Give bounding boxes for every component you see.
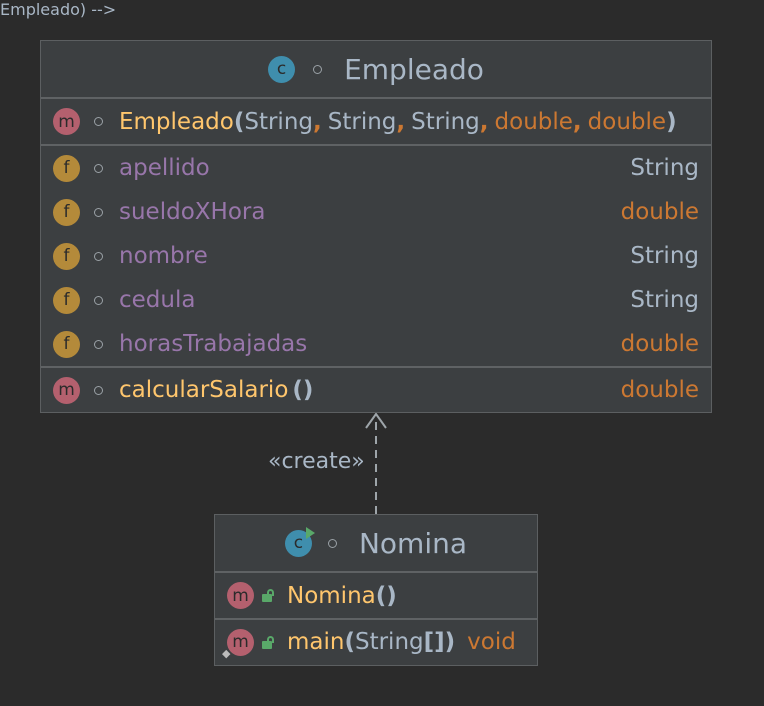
field-icon: f (53, 242, 80, 270)
class-name: Empleado (344, 52, 484, 86)
section-divider (41, 366, 711, 368)
constructor-row[interactable]: m Empleado(String,String,String,double,d… (41, 99, 711, 144)
method-icon: m (227, 582, 254, 609)
constructor-name: Empleado (119, 108, 234, 135)
field-name: nombre (119, 243, 208, 269)
package-private-icon (94, 295, 103, 305)
create-stereotype-label: «create» (268, 449, 365, 474)
package-private-icon (94, 251, 103, 261)
comma: , (572, 108, 582, 135)
field-type: double (620, 199, 699, 225)
package-private-icon (94, 163, 103, 173)
param-type: double (494, 108, 573, 135)
package-private-icon (94, 117, 103, 126)
package-private-icon (327, 538, 337, 548)
class-empleado[interactable]: c Empleado m Empleado(String,String,Stri… (40, 40, 712, 413)
field-name: sueldoXHora (119, 199, 266, 225)
method-name: calcularSalario (119, 377, 289, 403)
runnable-class-icon: c (284, 526, 315, 557)
method-row[interactable]: m Nomina() (215, 573, 537, 618)
class-header: c Empleado (41, 41, 711, 99)
field-row[interactable]: f apellido String (41, 146, 711, 190)
class-icon: c (268, 55, 296, 83)
field-type: String (630, 287, 699, 313)
field-name: cedula (119, 287, 196, 313)
open-paren: ( (344, 629, 355, 655)
field-name: apellido (119, 155, 210, 181)
field-row[interactable]: f horasTrabajadas double (41, 322, 711, 366)
section-divider (215, 618, 537, 620)
param-type: String (411, 108, 480, 135)
method-row[interactable]: m calcularSalario() double (41, 368, 711, 412)
class-header: c Nomina (215, 515, 537, 573)
field-name: horasTrabajadas (119, 331, 308, 357)
constructor-name: Nomina (287, 582, 376, 609)
comma: , (396, 108, 406, 135)
method-icon: m (53, 108, 80, 135)
method-row[interactable]: m◆ main(String[]) void (215, 620, 537, 664)
dependency-arrowhead (365, 412, 387, 429)
return-type: double (620, 377, 699, 403)
field-row[interactable]: f sueldoXHora double (41, 190, 711, 234)
field-icon: f (53, 286, 80, 314)
package-private-icon (94, 339, 103, 349)
section-divider (41, 144, 711, 146)
comma: , (479, 108, 489, 135)
public-lock-icon (262, 635, 275, 649)
class-nomina[interactable]: c Nomina m Nomina() m◆ main(String[]) vo… (214, 514, 538, 666)
method-params: () (292, 377, 314, 403)
field-type: double (620, 331, 699, 357)
return-type: void (467, 629, 516, 655)
method-icon: m (53, 376, 80, 404)
param-type: String (244, 108, 313, 135)
param-type: double (587, 108, 667, 135)
field-icon: f (53, 330, 80, 358)
param-type: String (327, 108, 397, 135)
field-icon: f (53, 154, 80, 182)
package-private-icon (313, 64, 323, 74)
fields-section: f apellido String f sueldoXHora double f… (41, 146, 711, 366)
field-row[interactable]: f nombre String (41, 234, 711, 278)
field-row[interactable]: f cedula String (41, 278, 711, 322)
field-type: String (630, 243, 699, 269)
run-flag-icon (305, 526, 315, 539)
field-icon: f (53, 198, 80, 226)
method-name: main (287, 629, 345, 655)
static-marker-icon: ◆ (222, 646, 231, 660)
close-paren: ) (444, 629, 456, 655)
method-icon: m◆ (222, 628, 254, 660)
close-paren: ) (666, 108, 677, 135)
open-paren: ( (233, 108, 245, 135)
public-lock-icon (262, 589, 275, 602)
array-brackets: [] (423, 629, 445, 655)
package-private-icon (94, 207, 103, 217)
comma: , (313, 108, 322, 135)
package-private-icon (94, 385, 103, 395)
class-name: Nomina (358, 526, 468, 560)
method-params: () (375, 582, 397, 609)
param-type: String (354, 629, 424, 655)
field-type: String (630, 155, 699, 181)
